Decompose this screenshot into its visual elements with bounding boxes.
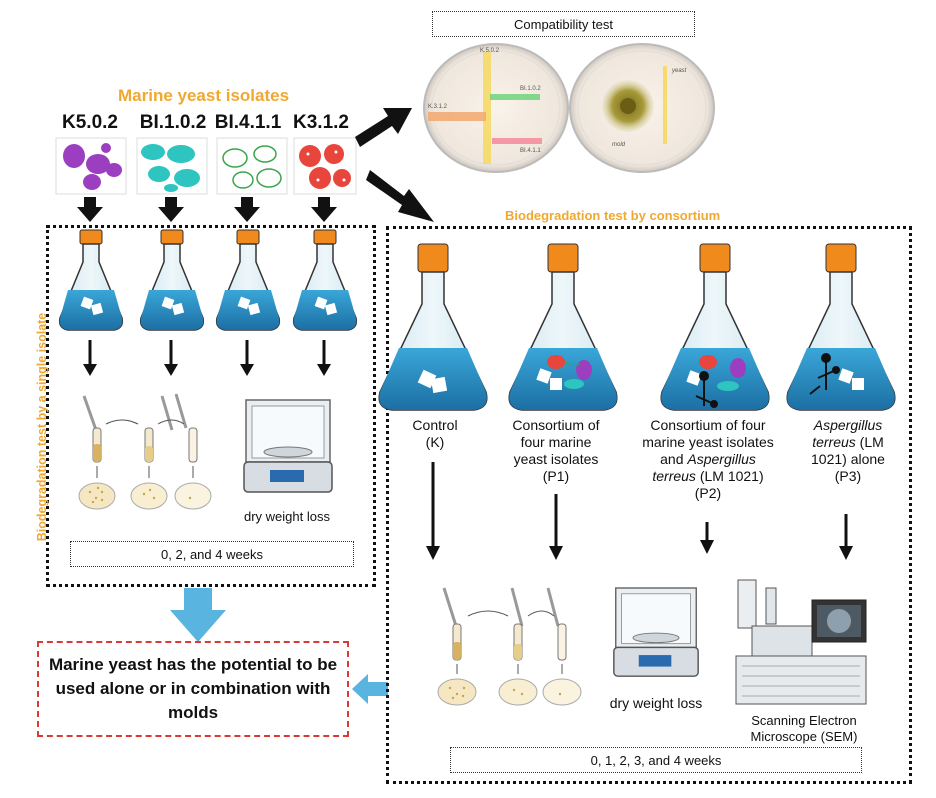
serial-dilution-illustration-left	[78, 393, 212, 510]
isolate-image-k312	[293, 137, 357, 195]
isolate-image-bi102	[136, 137, 208, 195]
consortium-section	[386, 226, 912, 784]
marine-yeast-isolates-title: Marine yeast isolates	[118, 86, 290, 105]
conclusion-box: Marine yeast has the potential to be use…	[37, 641, 349, 737]
consortium-section-title: Biodegradation test by consortium	[505, 208, 721, 223]
caption-p3: Aspergillus terreus (LM 1021) alone(P3)	[811, 417, 885, 484]
plate-label-bi411: BI.4.1.1	[520, 148, 541, 154]
balance-left-icon	[243, 399, 333, 493]
consortium-dry-weight-loss: dry weight loss	[609, 695, 703, 711]
consortium-weeks-box: 0, 1, 2, 3, and 4 weeks	[450, 747, 862, 773]
single-weeks-box: 0, 2, and 4 weeks	[70, 541, 354, 567]
plate-label-k312: K.3.1.2	[428, 104, 448, 110]
isolate-image-bi411	[216, 137, 288, 195]
isolate-label-k312: K3.1.2	[293, 112, 349, 133]
isolate-label-bi411: BI.4.1.1	[214, 112, 282, 133]
isolate-label-k502: K5.0.2	[62, 112, 118, 133]
blue-left-arrow	[352, 674, 388, 704]
isolate-label-bi102: BI.1.0.2	[139, 112, 207, 133]
compatibility-test-title: Compatibility test	[432, 11, 695, 37]
plate-label-yeast: yeast	[671, 68, 687, 74]
blue-down-arrow	[170, 588, 226, 642]
serial-dilution-illustration-right	[437, 587, 582, 706]
plate-label-bi102: BI.1.0.2	[520, 86, 541, 92]
plate-label-k502: K.5.0.2	[480, 48, 500, 54]
single-isolate-section	[46, 225, 376, 587]
compatibility-plate-streaks: K.5.0.2 BI.1.0.2 K.3.1.2 BI.4.1.1	[423, 43, 569, 173]
balance-right-icon	[613, 587, 699, 677]
sem-microscope-icon	[735, 579, 867, 705]
isolate-image-k502	[55, 137, 127, 195]
compatibility-plate-mold-yeast: yeast mold	[569, 43, 715, 173]
plate-label-mold: mold	[612, 142, 626, 148]
caption-control: Control(K)	[412, 417, 458, 450]
single-dry-weight-loss: dry weight loss	[244, 509, 330, 524]
